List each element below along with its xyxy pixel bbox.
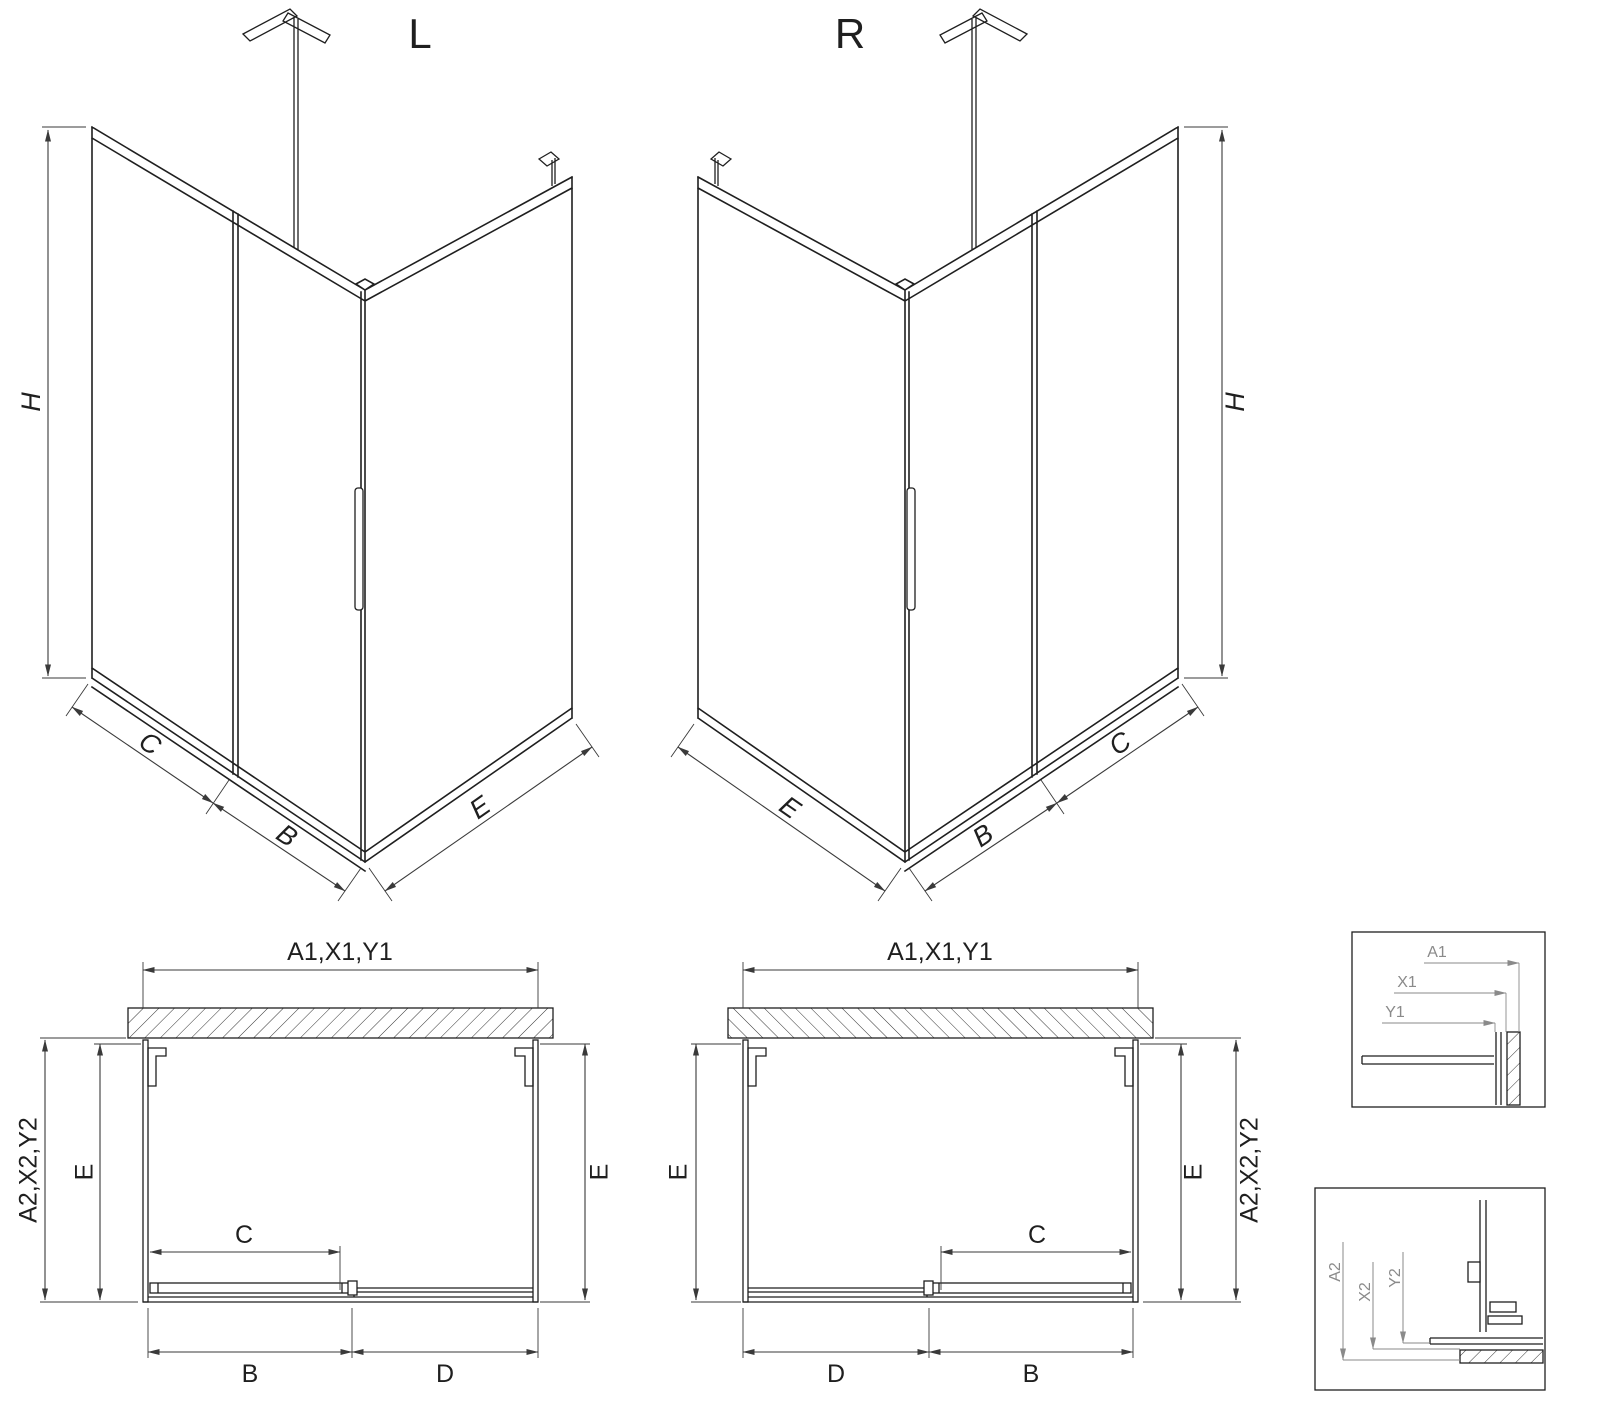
- detail-bottom-bracket: [1467, 1261, 1481, 1283]
- plan-wall-brackets: [147, 1047, 534, 1087]
- iso-right-dim-c-label: C: [1103, 725, 1136, 761]
- plan-view-left: A1,X1,Y1 A2,X2,Y2 E E C B D: [15, 938, 614, 1388]
- plan-right-dim-c-label: C: [1028, 1221, 1046, 1249]
- detail-top-wall-hatch: [1506, 1031, 1521, 1106]
- plan-view-right: A1,X1,Y1 E E A2,X2,Y2 C D B: [665, 938, 1264, 1388]
- plan-right-dim-a2-label: A2,X2,Y2: [1236, 1117, 1264, 1223]
- plan-dim-extension-lines: [40, 962, 590, 1358]
- detail-top-border: [1351, 931, 1546, 1108]
- iso-dim-b-line: [212, 802, 346, 892]
- detail-dim-y1-label: Y1: [1385, 1004, 1405, 1021]
- iso-view-right: R H E B C: [671, 9, 1250, 901]
- plan-sliding-door: [149, 1282, 351, 1294]
- iso-dim-extension-lines: [42, 126, 600, 902]
- iso-support-brackets: [241, 8, 561, 250]
- plan-glass-right: [532, 1039, 539, 1303]
- iso-dim-e-line: [384, 746, 593, 892]
- iso-right-geometry: [671, 9, 1228, 901]
- detail-top-extension-lines: [1494, 963, 1520, 1032]
- detail-dim-a1-label: A1: [1427, 944, 1447, 961]
- iso-dim-c-line: [71, 706, 214, 804]
- plan-door-ticks: [157, 1283, 343, 1293]
- detail-dim-x2-label: X2: [1357, 1282, 1374, 1302]
- plan-left-geometry: [40, 962, 590, 1358]
- plan-left-dim-c-label: C: [235, 1221, 253, 1249]
- iso-left-dim-b-label: B: [271, 818, 303, 853]
- detail-dim-y2-label: Y2: [1387, 1268, 1404, 1288]
- iso-left-dim-e-label: E: [464, 789, 497, 824]
- detail-dim-a2-label: A2: [1327, 1262, 1344, 1282]
- plan-right-dim-e-left-label: E: [665, 1164, 693, 1181]
- plan-right-geometry: [691, 962, 1241, 1358]
- detail-view-top: A1 X1 Y1: [1351, 931, 1546, 1108]
- variant-label-right: R: [835, 10, 865, 57]
- plan-glass-left: [142, 1039, 149, 1303]
- plan-door-stopper: [347, 1280, 358, 1296]
- plan-left-dim-a2-label: A2,X2,Y2: [15, 1117, 43, 1223]
- plan-wall-hatch: [127, 1007, 554, 1039]
- iso-left-geometry: [42, 8, 600, 902]
- detail-top-profiles: [1361, 1032, 1502, 1105]
- detail-dim-x1-label: X1: [1397, 974, 1417, 991]
- iso-right-dim-b-label: B: [967, 818, 999, 853]
- plan-left-dim-e-left-label: E: [71, 1164, 99, 1181]
- detail-view-bottom: A2 X2 Y2: [1314, 1187, 1546, 1391]
- iso-right-dim-e-label: E: [774, 790, 807, 825]
- iso-left-dim-c-label: C: [134, 726, 167, 762]
- plan-right-dim-d-label: D: [827, 1360, 845, 1388]
- detail-bottom-track-profile: [1487, 1315, 1523, 1325]
- plan-left-dim-b-label: B: [242, 1360, 259, 1388]
- plan-left-dim-top-label: A1,X1,Y1: [287, 938, 393, 966]
- iso-enclosure-frame: [90, 125, 574, 873]
- plan-bottom-rail: [143, 1287, 538, 1303]
- iso-left-dim-h-label: H: [16, 392, 46, 412]
- detail-bottom-extension-lines: [1343, 1342, 1460, 1361]
- detail-bottom-wall-hatch: [1459, 1349, 1544, 1364]
- plan-left-dim-d-label: D: [436, 1360, 454, 1388]
- detail-bottom-rail-profile: [1489, 1301, 1517, 1313]
- detail-bottom-border: [1314, 1187, 1546, 1391]
- plan-right-dim-b-label: B: [1023, 1360, 1040, 1388]
- iso-view-left: L H C B E: [16, 8, 600, 902]
- iso-right-dim-h-label: H: [1220, 392, 1250, 412]
- iso-door-handle: [354, 487, 364, 611]
- detail-bottom-profiles: [1429, 1200, 1543, 1345]
- variant-label-left: L: [408, 10, 431, 57]
- plan-right-dim-top-label: A1,X1,Y1: [887, 938, 993, 966]
- plan-left-dim-e-right-label: E: [586, 1164, 614, 1181]
- plan-right-dim-e-right-label: E: [1180, 1164, 1208, 1181]
